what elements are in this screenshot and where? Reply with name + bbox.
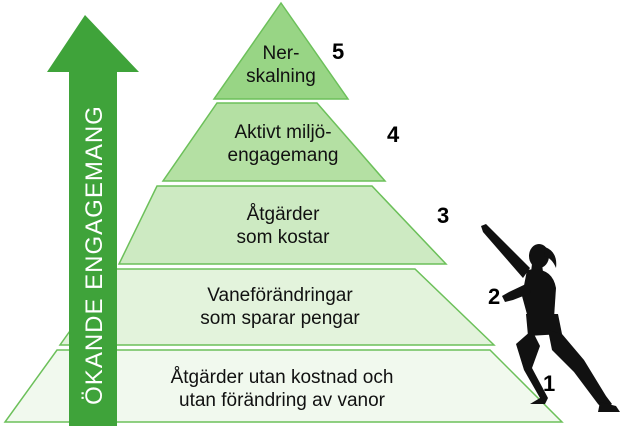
tier-4-line-1: Aktivt miljö- <box>234 122 331 143</box>
arrow-label: ÖKANDE ENGAGEMANG <box>81 105 108 405</box>
tier-1: Åtgärder utan kostnad och utan förändrin… <box>3 349 564 423</box>
tier-2-line-2: som sparar pengar <box>200 308 360 329</box>
tier-3-line-1: Åtgärder <box>247 204 321 225</box>
tier-4-number: 4 <box>387 122 400 147</box>
tier-4-shape <box>161 102 387 182</box>
tier-3-shape <box>117 185 448 265</box>
climber-silhouette-icon <box>481 224 620 412</box>
tier-4-line-2: engagemang <box>228 145 339 166</box>
tier-2-number: 2 <box>488 284 500 309</box>
tier-5-line-2: skalning <box>246 66 316 87</box>
tier-3-number: 3 <box>437 203 449 228</box>
tier-3-line-2: som kostar <box>237 227 331 248</box>
tier-2-shape <box>58 268 496 346</box>
tier-5-line-1: Ner- <box>263 43 300 64</box>
tier-4: Aktivt miljö- engagemang 4 <box>161 102 400 182</box>
tier-5: Ner- skalning 5 <box>212 1 350 100</box>
tier-1-line-2: utan förändring av vanor <box>179 390 386 411</box>
increasing-engagement-arrow: ÖKANDE ENGAGEMANG <box>47 15 139 426</box>
tier-2: Vaneförändringar som sparar pengar 2 <box>58 268 500 346</box>
tier-1-number: 1 <box>543 371 555 396</box>
tier-5-number: 5 <box>332 39 344 64</box>
tier-3: Åtgärder som kostar 3 <box>117 185 449 265</box>
tier-5-shape <box>212 1 350 100</box>
tier-1-shape <box>3 349 564 423</box>
tier-2-line-1: Vaneförändringar <box>207 285 353 306</box>
arrow-up-icon <box>47 15 139 426</box>
tier-1-line-1: Åtgärder utan kostnad och <box>171 367 394 388</box>
